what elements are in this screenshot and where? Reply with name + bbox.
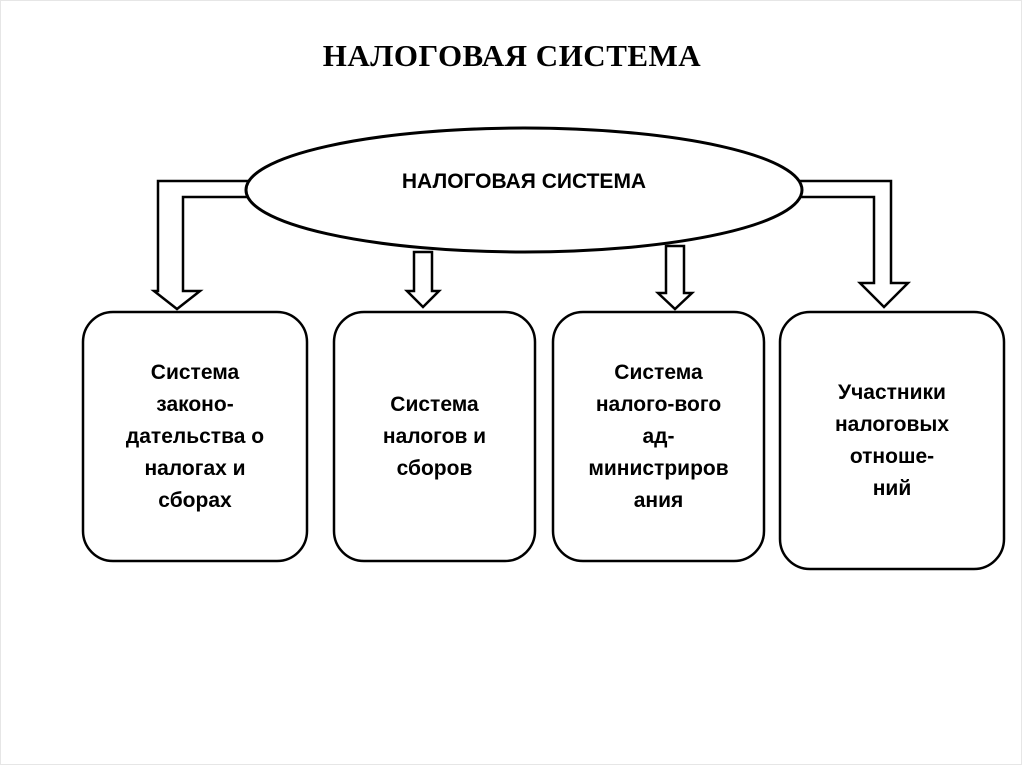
arrow-to-participants bbox=[796, 179, 912, 309]
box-legislation-label: Система законо- дательства о налогах и с… bbox=[125, 360, 265, 512]
arrow-to-taxes bbox=[403, 250, 443, 309]
box-participants bbox=[778, 310, 1006, 571]
page-title: НАЛОГОВАЯ СИСТЕМА bbox=[322, 38, 702, 73]
box-administration bbox=[551, 310, 766, 563]
center-ellipse bbox=[244, 126, 804, 254]
box-taxes bbox=[332, 310, 537, 563]
arrow-to-legislation bbox=[150, 179, 250, 311]
box-administration-label: Система налого-вого ад- министриров ания bbox=[588, 360, 729, 512]
box-participants-label: Участники налоговых отноше- ний bbox=[834, 380, 950, 500]
box-legislation bbox=[81, 310, 309, 563]
box-taxes-label: Система налогов и сборов bbox=[382, 392, 487, 480]
center-node-label: НАЛОГОВАЯ СИСТЕМА bbox=[401, 170, 647, 193]
arrow-to-administration bbox=[654, 244, 696, 311]
